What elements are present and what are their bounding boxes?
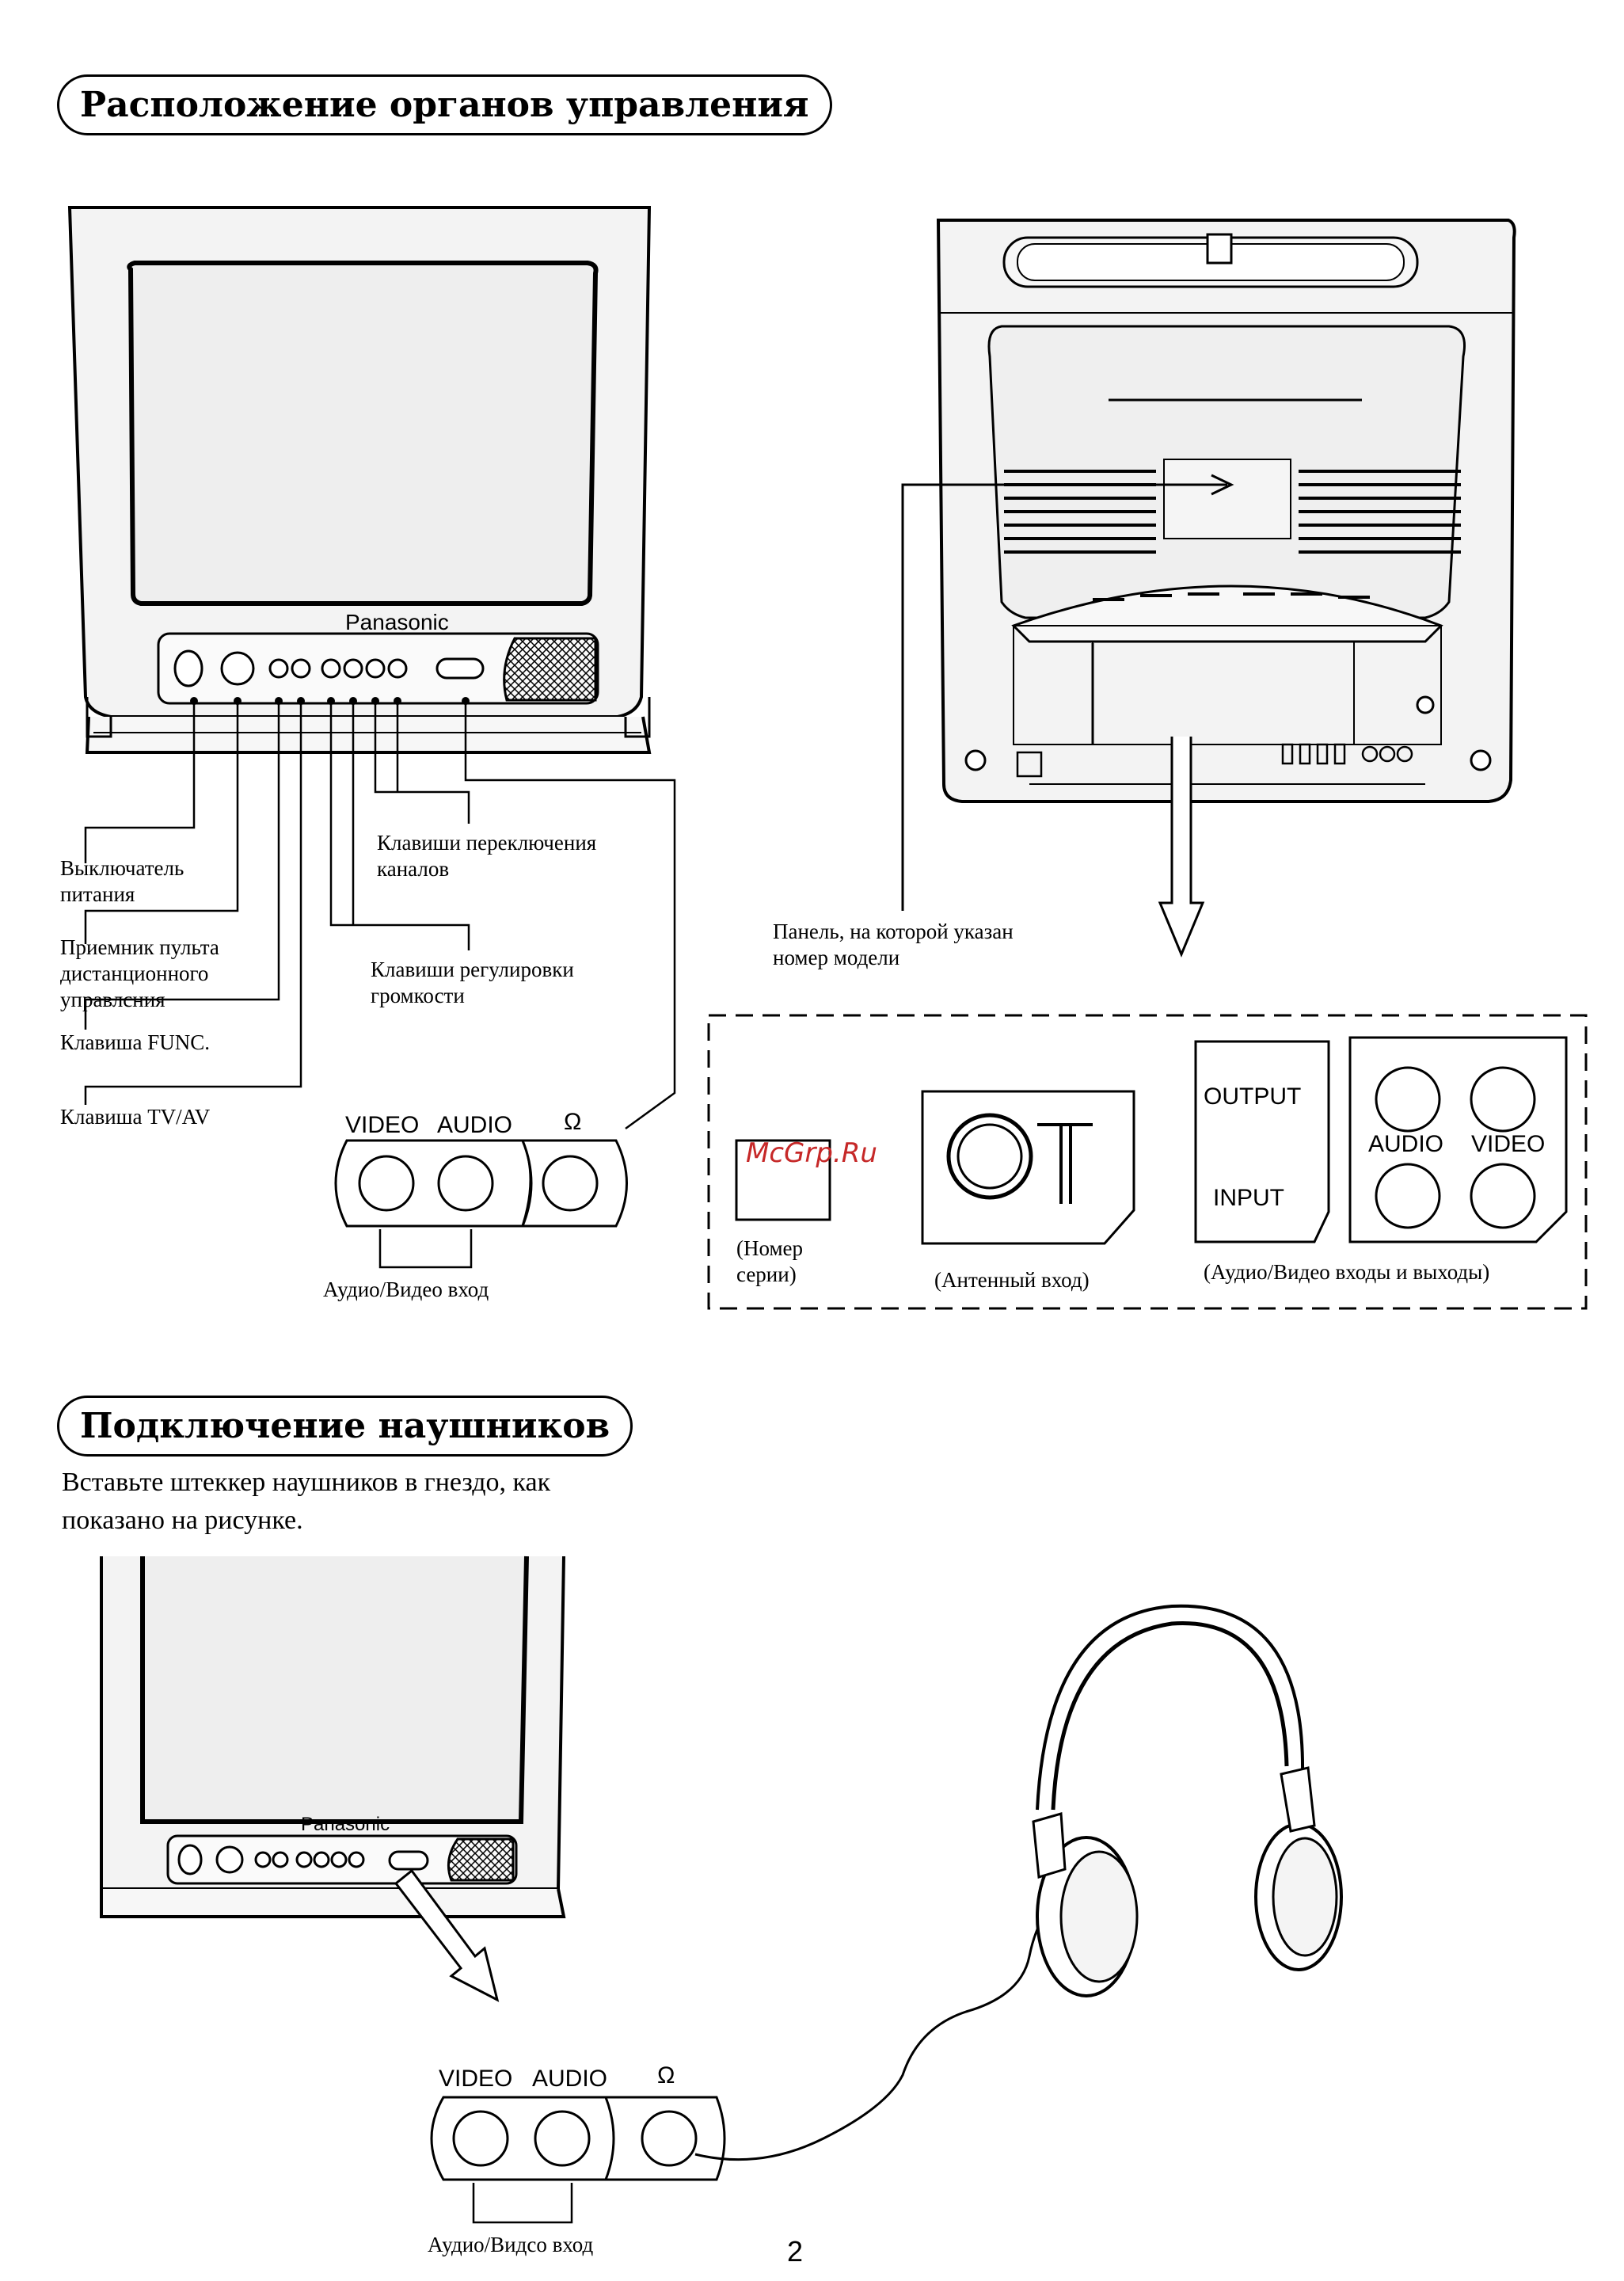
av-io-label: (Аудио/Видео входы и выходы) <box>1204 1260 1490 1284</box>
input-label: INPUT <box>1213 1185 1284 1211</box>
controls-section-title: Расположение органов управления <box>57 74 832 135</box>
av-video-label: VIDEO <box>1471 1131 1546 1157</box>
headphone-fig-brand-logo: Panasonic <box>301 1814 390 1835</box>
headphones-instructions: Вставьте штеккер наушников в гнездо, как… <box>62 1468 551 1535</box>
watermark: McGrp.Ru <box>746 1137 877 1169</box>
jack-video-label: VIDEO <box>345 1112 420 1138</box>
headphone-fig-audio-label: AUDIO <box>532 2066 608 2092</box>
func-key-label: Клавиша FUNC. <box>60 1030 210 1054</box>
tv-av-key-label: Клавиша TV/AV <box>60 1105 211 1129</box>
headphones-section-title: Подключение наушников <box>57 1396 633 1457</box>
headphone-fig-caption: Аудио/Видсо вход <box>428 2233 594 2256</box>
antenna-input-label: (Антенный вход) <box>934 1268 1090 1292</box>
headphone-fig-video-label: VIDEO <box>439 2066 513 2092</box>
jack-audio-label: AUDIO <box>437 1112 513 1138</box>
av-input-caption: Аудио/Видео вход <box>323 1278 489 1301</box>
front-brand-logo: Panasonic <box>345 610 449 634</box>
headphone-fig-symbol: Ω <box>657 2062 675 2089</box>
av-audio-label: AUDIO <box>1368 1131 1444 1157</box>
page-number: 2 <box>787 2235 804 2268</box>
output-label: OUTPUT <box>1204 1083 1302 1110</box>
headphone-symbol: Ω <box>564 1109 582 1135</box>
